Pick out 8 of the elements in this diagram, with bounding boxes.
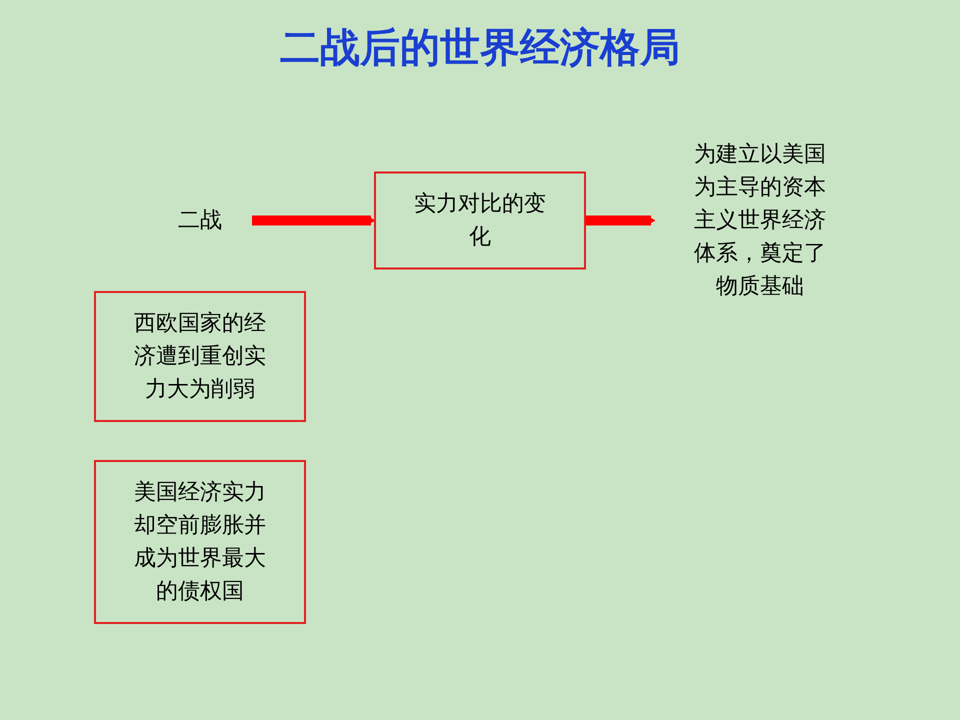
- title: 二战后的世界经济格局: [279, 24, 681, 73]
- node-text: 为建立以美国为主导的资本主义世界经济体系，奠定了物质基础: [694, 142, 826, 299]
- arrow: [584, 216, 656, 226]
- node-text: 二战: [178, 208, 222, 233]
- arrow: [252, 216, 376, 226]
- node-box: 西欧国家的经济遭到重创实力大为削弱: [94, 291, 306, 422]
- node-box: 实力对比的变化: [374, 172, 586, 270]
- node-box: 美国经济实力却空前膨胀并成为世界最大的债权国: [94, 460, 306, 624]
